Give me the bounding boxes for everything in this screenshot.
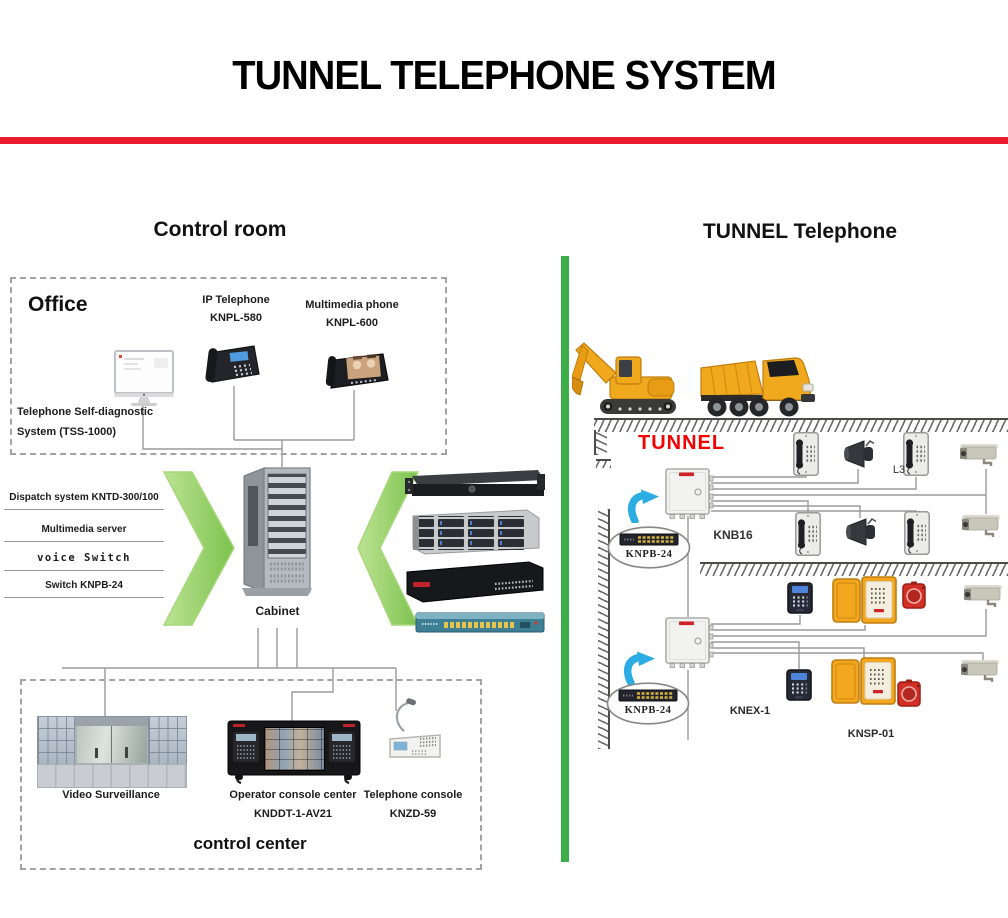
alarm-beacon-icon	[896, 679, 922, 709]
telephone-console-icon	[389, 698, 441, 758]
knsp01-label: KNSP-01	[847, 728, 895, 740]
video-wall-base	[37, 764, 187, 788]
ip-phone-model: KNPL-580	[210, 312, 262, 324]
rack-label-voice-switch: voice Switch	[4, 552, 164, 571]
rack-label-dispatch: Dispatch system KNTD-300/100	[4, 492, 164, 510]
server-cabinet-icon	[242, 467, 312, 596]
operator-console-model: KNDDT-1-AV21	[253, 808, 333, 820]
junction-box-icon	[665, 617, 714, 669]
video-wall-left-screens	[37, 716, 76, 766]
knpb24-label-upper: KNPB-24	[625, 549, 673, 560]
blue-arrow-icon	[628, 489, 664, 523]
office-label: Office	[28, 293, 88, 316]
horn-speaker-icon	[844, 440, 876, 468]
tunnel-wall-stub	[596, 459, 611, 468]
knb16-label: KNB16	[713, 528, 753, 542]
rack-server-icon	[412, 509, 540, 555]
imac-monitor-icon	[114, 350, 174, 406]
green-chevron-icon	[162, 471, 235, 626]
control-center-title: control center	[193, 834, 307, 853]
video-wall-icon	[37, 716, 187, 788]
wall-telephone-icon	[795, 512, 821, 556]
ip-phone-name: IP Telephone	[202, 294, 270, 306]
keypad-phone-icon	[786, 669, 812, 701]
video-wall-center	[74, 716, 150, 766]
tunnel-ground-lower	[700, 562, 1008, 576]
dump-truck-icon	[700, 357, 815, 417]
rack-label-switch-knpb24: Switch KNPB-24	[4, 580, 164, 598]
tunnel-telephone-header: TUNNEL Telephone	[702, 220, 898, 243]
weatherproof-phone-icon	[831, 657, 897, 705]
tss-label-line1: Telephone Self-diagnostic	[17, 406, 154, 418]
operator-console-screen	[264, 727, 325, 771]
knpb24-label-lower: KNPB-24	[624, 705, 672, 716]
green-section-divider	[561, 256, 569, 862]
green-chevron-icon	[357, 471, 420, 626]
multimedia-phone-icon	[325, 353, 389, 389]
cctv-camera-icon	[959, 659, 1003, 683]
video-wall-right-screens	[148, 716, 187, 766]
telephone-console-label: Telephone console	[363, 789, 463, 801]
mm-phone-model: KNPL-600	[326, 317, 378, 329]
telephone-console-model: KNZD-59	[389, 808, 437, 820]
rack-server-icon	[405, 470, 545, 496]
cctv-camera-icon	[960, 514, 1004, 538]
network-switch-icon	[415, 612, 545, 633]
knpb24-switch-ellipse	[606, 682, 690, 725]
control-center-box	[20, 679, 482, 870]
office-box	[10, 277, 447, 455]
ip-phone-icon	[205, 345, 260, 383]
tunnel-left-wall	[598, 509, 610, 749]
red-divider-line	[0, 137, 1008, 144]
horn-speaker-icon	[846, 518, 878, 546]
page-title: TUNNEL TELEPHONE SYSTEM	[232, 52, 777, 98]
blue-arrow-icon	[624, 651, 660, 685]
video-surveillance-label: Video Surveillance	[62, 789, 160, 801]
excavator-icon	[572, 342, 676, 414]
wall-telephone-icon	[904, 511, 930, 555]
mm-phone-name: Multimedia phone	[305, 299, 399, 311]
control-room-header: Control room	[153, 218, 287, 241]
l3-label: L3	[892, 464, 906, 476]
operator-console-label: Operator console center	[229, 789, 357, 801]
tunnel-ground-upper	[594, 418, 1008, 432]
junction-box-icon	[665, 468, 714, 520]
cctv-camera-icon	[958, 443, 1002, 467]
cabinet-label: Cabinet	[255, 604, 300, 618]
cctv-camera-icon	[962, 584, 1006, 608]
rack-label-multimedia-server: Multimedia server	[4, 524, 164, 542]
knex1-label: KNEX-1	[729, 705, 771, 717]
knpb24-switch-ellipse	[607, 526, 691, 569]
keypad-phone-icon	[787, 582, 813, 614]
tunnel-wall-corner	[594, 430, 607, 455]
video-wall-scene	[77, 726, 147, 763]
alarm-beacon-icon	[901, 581, 927, 611]
wall-telephone-icon	[793, 432, 819, 476]
tunnel-label: TUNNEL	[638, 432, 726, 454]
tss-label-line2: System (TSS-1000)	[17, 426, 117, 438]
weatherproof-phone-icon	[832, 576, 898, 624]
voice-switch-icon	[406, 561, 544, 603]
